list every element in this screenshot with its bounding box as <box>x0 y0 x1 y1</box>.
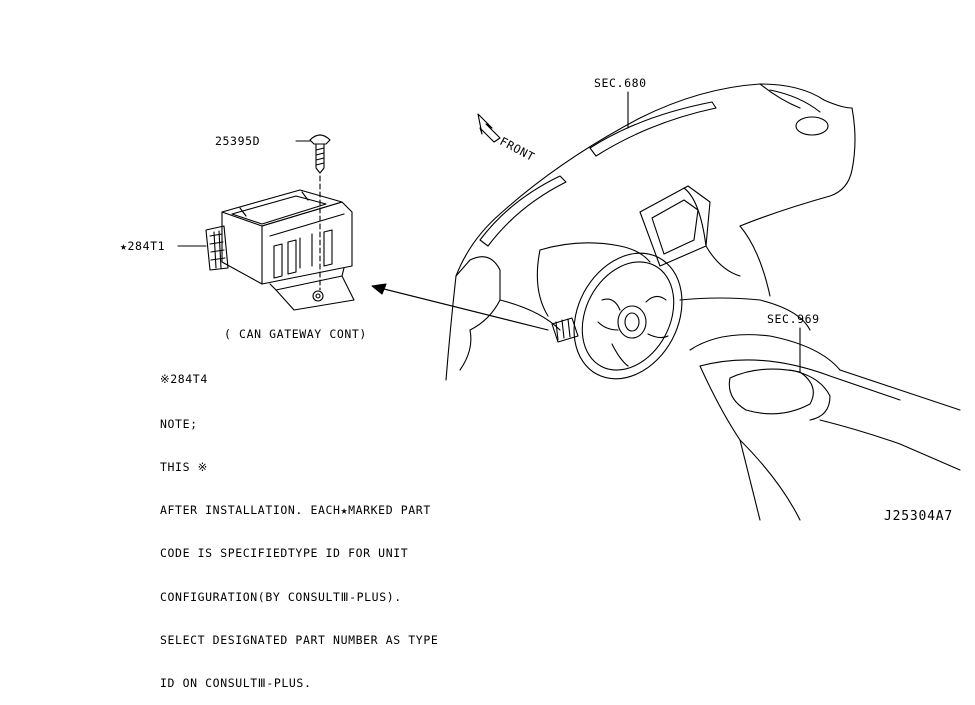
installation-note: NOTE; THIS ※ AFTER INSTALLATION. EACH★MA… <box>160 388 438 705</box>
section-ref-dashboard: SEC.680 <box>594 76 647 90</box>
location-arrow <box>371 283 549 331</box>
bolt-part <box>295 134 331 291</box>
part-number-note-ref: ※284T4 <box>160 372 208 386</box>
note-line: AFTER INSTALLATION. EACH★MARKED PART <box>160 503 431 518</box>
note-line: ID ON CONSULTⅢ-PLUS. <box>160 676 312 691</box>
parts-diagram <box>177 83 961 521</box>
can-gateway-module <box>177 189 355 311</box>
part-number-bolt: 25395D <box>215 134 261 148</box>
note-line: CONFIGURATION(BY CONSULTⅢ-PLUS). <box>160 589 402 604</box>
dashboard-outline <box>445 83 856 381</box>
note-line: CODE IS SPECIFIEDTYPE ID FOR UNIT <box>160 546 409 561</box>
note-line: THIS ※ <box>160 460 208 475</box>
note-line: SELECT DESIGNATED PART NUMBER AS TYPE <box>160 632 439 647</box>
part-number-module: ★284T1 <box>120 239 166 253</box>
center-console <box>689 327 961 521</box>
diagram-id: J25304A7 <box>884 509 954 524</box>
front-arrow-icon <box>477 113 501 143</box>
section-ref-console: SEC.969 <box>767 312 820 326</box>
steering-wheel <box>536 242 683 380</box>
module-caption: ( CAN GATEWAY CONT) <box>224 327 367 341</box>
note-line: NOTE; <box>160 416 198 431</box>
